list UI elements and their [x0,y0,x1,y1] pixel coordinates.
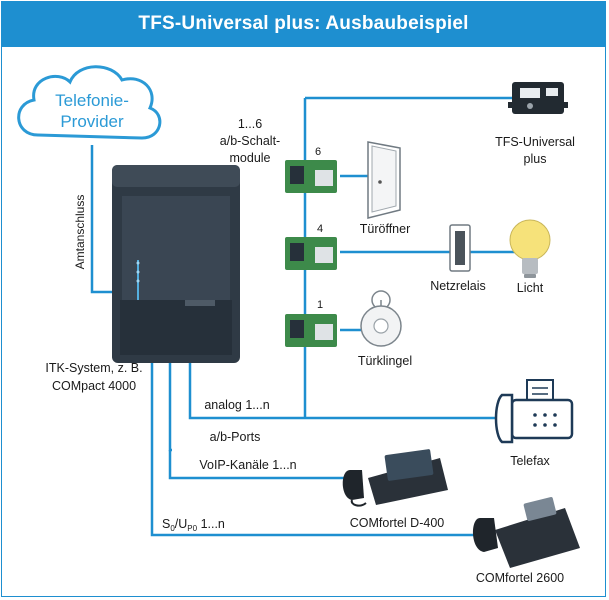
doorbell-label: Türklingel [358,354,412,368]
line-itk-to-so [150,362,480,537]
so-up0-label-mid: /U [175,517,188,531]
so-up0-label-s-sub: 0 [170,524,175,533]
desk-phone-icon [472,497,580,568]
line-itk-to-abports [168,362,172,452]
light-label: Licht [517,281,544,295]
doorbell-icon [360,290,402,347]
page-title: TFS-Universal plus: Ausbaubeispiel [1,1,606,47]
ab-ports-label: a/b-Ports [210,430,261,444]
phone-d400-label: COMfortel D-400 [350,516,445,530]
amtsanschluss-label: Amtanschluss [73,195,87,270]
line-itk-to-modules-bus [188,362,305,420]
switch-module-icon [285,160,337,193]
cloud-icon [17,65,162,140]
line-itk-to-voip [168,450,345,480]
modules-label-line1: 1...6 [238,117,262,131]
switch-module-icon [285,237,337,270]
door-icon [367,141,401,219]
modules-label-line3: module [230,151,271,165]
itk-label-line2: COMpact 4000 [52,379,136,393]
telephone-system-icon [112,165,240,363]
switch-module-icon [285,314,337,347]
so-up0-label-u-sub: P0 [187,524,197,533]
phone-2600-label: COMfortel 2600 [476,571,564,585]
so-up0-label: S0/UP0 1...n [162,517,225,533]
tfs-label-line1: TFS-Universal [495,135,575,149]
desk-phone-icon [342,449,448,507]
so-up0-label-tail: 1...n [197,517,225,531]
tfs-label-line2: plus [524,152,547,166]
itk-label-line1: ITK-System, z. B. [45,361,142,375]
relay-label: Netzrelais [430,279,486,293]
module-number-1: 1 [317,299,323,311]
provider-label-line2: Provider [60,112,124,131]
provider-label-line1: Telefonie- [55,91,129,110]
door-opener-label: Türöffner [360,222,411,236]
fax-label: Telefax [510,454,550,468]
fax-machine-icon [494,379,574,444]
module-number-4: 4 [317,223,323,235]
modules-label-line2: a/b-Schalt- [220,134,280,148]
voip-label: VoIP-Kanäle 1...n [199,458,296,472]
module-number-6: 6 [315,146,321,158]
light-bulb-icon [509,219,551,278]
relay-icon [449,224,471,272]
so-up0-label-s: S [162,517,170,531]
analog-label: analog 1...n [204,398,269,412]
door-intercom-module-icon [508,82,568,114]
